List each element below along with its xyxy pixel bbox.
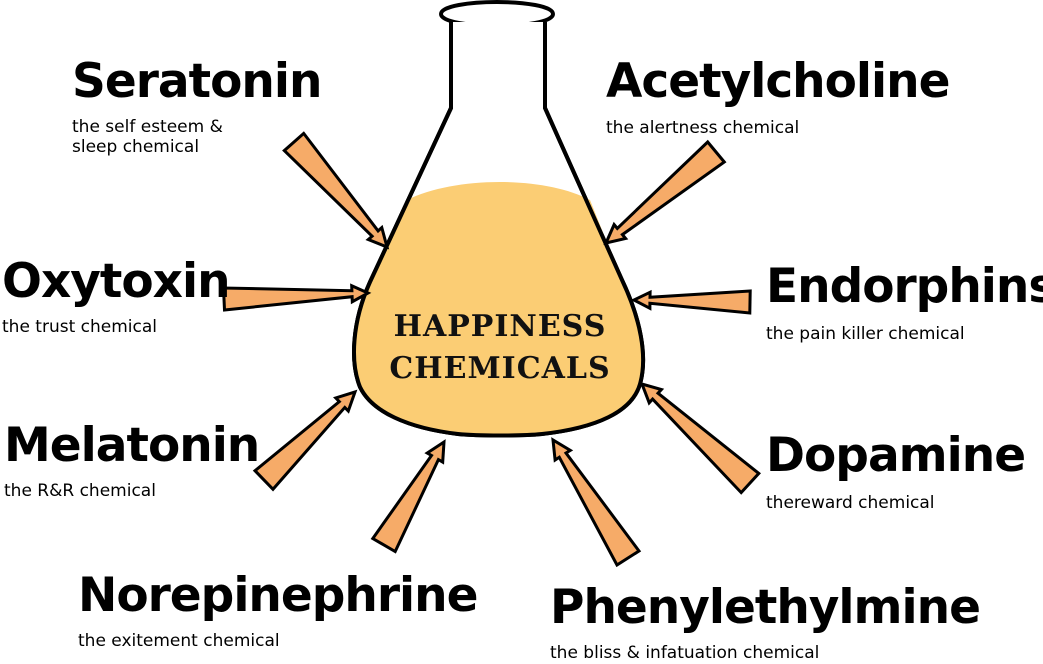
chemical-name-oxytoxin: Oxytoxin <box>2 254 231 309</box>
chemical-name-melatonin: Melatonin <box>4 418 260 473</box>
chemical-name-endorphins: Endorphins <box>766 259 1043 314</box>
chemical-desc-phenylethylmine: the bliss & infatuation chemical <box>550 643 820 663</box>
chemical-desc-seratonin: the self esteem & sleep chemical <box>72 117 223 157</box>
flask-outline <box>352 22 646 438</box>
chemical-name-phenylethylmine: Phenylethylmine <box>550 580 981 635</box>
chemical-name-seratonin: Seratonin <box>72 54 322 109</box>
arrow-acetylcholine <box>603 139 727 246</box>
chemical-name-norepinephrine: Norepinephrine <box>78 568 478 623</box>
arrow-dopamine <box>639 381 761 495</box>
arrow-oxytoxin <box>221 283 372 312</box>
arrow-phenylethylmine <box>551 437 642 568</box>
chemical-desc-norepinephrine: the exitement chemical <box>78 631 280 651</box>
arrow-melatonin <box>252 389 358 492</box>
arrow-seratonin <box>282 131 390 250</box>
chemical-desc-oxytoxin: the trust chemical <box>2 317 158 337</box>
arrow-norepinephrine <box>370 439 446 554</box>
flask-title-line1: HAPPINESS <box>394 309 607 344</box>
chemical-name-acetylcholine: Acetylcholine <box>606 54 950 109</box>
arrow-endorphins <box>630 289 752 315</box>
flask-title-line2: CHEMICALS <box>389 351 610 386</box>
arrow-group <box>221 131 761 568</box>
chemical-desc-endorphins: the pain killer chemical <box>766 324 965 344</box>
chemical-desc-dopamine: thereward chemical <box>766 493 935 513</box>
flask-liquid <box>354 182 644 436</box>
chemical-desc-acetylcholine: the alertness chemical <box>606 118 800 138</box>
chemical-name-dopamine: Dopamine <box>766 428 1026 483</box>
chemical-desc-melatonin: the R&R chemical <box>4 481 156 501</box>
